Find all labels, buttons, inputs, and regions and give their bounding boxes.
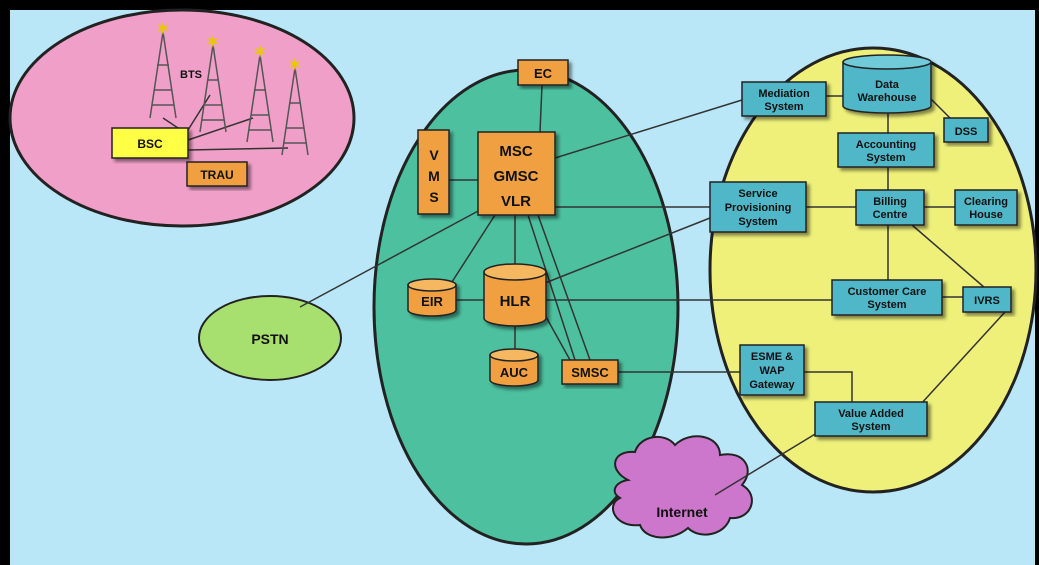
trau-label: TRAU: [200, 168, 233, 182]
bts-label: BTS: [180, 69, 202, 81]
ec-label: EC: [534, 66, 553, 81]
vms-label-s: S: [429, 189, 438, 205]
mediation-label-2: System: [764, 101, 803, 113]
radio-network-zone: [8, 8, 356, 228]
link-lines: [162, 84, 1006, 496]
link-esme-vas: [840, 371, 853, 402]
billing-label-1: Billing: [873, 196, 907, 208]
pstn-label: PSTN: [251, 331, 288, 347]
bts-tower-4: ✶: [281, 57, 309, 156]
vms-label-m: M: [428, 168, 440, 184]
ivrs-label: IVRS: [974, 295, 1000, 307]
link-bsc-bts3: [187, 147, 289, 151]
svg-text:✶: ✶: [206, 34, 219, 51]
service-provisioning-box: [709, 181, 807, 233]
link-bsc-bts1: [187, 94, 211, 131]
smsc-box: [561, 359, 619, 385]
link-msc-pstn: [299, 209, 481, 308]
dss-label: DSS: [955, 126, 978, 138]
customer-care-box: [831, 279, 943, 316]
data-warehouse-label-2: Warehouse: [858, 92, 917, 104]
customer-care-label-2: System: [867, 299, 906, 311]
auc-label: AUC: [500, 365, 529, 380]
svg-text:✶: ✶: [156, 21, 169, 38]
service-provisioning-label-1: Service: [738, 188, 777, 200]
dss-box: [943, 117, 989, 143]
value-added-box: [814, 401, 928, 437]
eir-label: EIR: [421, 294, 443, 309]
accounting-label-2: System: [866, 152, 905, 164]
eir-database: [407, 278, 457, 317]
esme-wap-label-3: Gateway: [749, 379, 795, 391]
internet-label: Internet: [656, 504, 708, 520]
billing-box: [855, 189, 925, 226]
link-bts-bts: [162, 117, 179, 129]
vms-label-v: V: [429, 147, 439, 163]
esme-wap-label-2: WAP: [759, 365, 784, 377]
link-billing-ivrs: [911, 224, 986, 289]
internet-cloud: [611, 435, 753, 539]
billing-label-2: Centre: [873, 209, 908, 221]
link-msc-ec: [539, 84, 543, 133]
clearing-house-label-1: Clearing: [964, 196, 1008, 208]
link-msc-mediation: [554, 99, 743, 159]
esme-wap-box: [739, 344, 805, 396]
link-msc-eir: [449, 214, 496, 286]
data-warehouse-database: [842, 54, 932, 114]
data-warehouse-label-1: Data: [875, 79, 900, 91]
accounting-label-1: Accounting: [856, 139, 917, 151]
service-provisioning-label-2: Provisioning: [725, 202, 792, 214]
ec-box: [517, 59, 569, 86]
mediation-label-1: Mediation: [758, 88, 810, 100]
hlr-database: [483, 263, 547, 327]
hlr-label: HLR: [500, 293, 531, 310]
esme-wap-label-1: ESME &: [751, 351, 793, 363]
bts-tower-2: ✶: [199, 34, 227, 133]
link-msc-smsc: [537, 214, 591, 361]
ivrs-box: [962, 286, 1012, 313]
clearing-house-label-2: House: [969, 209, 1003, 221]
svg-text:✶: ✶: [288, 57, 301, 74]
vms-box: [417, 129, 450, 215]
value-added-label-2: System: [851, 421, 890, 433]
link-ivrs-vas: [919, 311, 1006, 406]
link-vas-internet: [714, 424, 831, 496]
link-hlr-sps: [539, 217, 711, 286]
msc-box: [477, 131, 556, 216]
pstn-zone: [198, 295, 342, 381]
link-msc-smsc-2: [527, 214, 576, 361]
msc-label-vlr: VLR: [501, 193, 531, 210]
bts-towers: ✶ ✶ ✶ ✶: [149, 21, 309, 156]
msc-label-msc: MSC: [499, 143, 533, 160]
clearing-house-box: [954, 189, 1018, 226]
bts-tower-1: ✶: [149, 21, 177, 119]
bts-tower-3: ✶: [246, 44, 274, 143]
link-dw-dss: [929, 97, 951, 119]
mediation-box: [741, 81, 827, 117]
bsc-label: BSC: [137, 137, 163, 151]
trau-box: [186, 161, 248, 187]
customer-care-label-1: Customer Care: [848, 286, 927, 298]
value-added-label-1: Value Added: [838, 408, 904, 420]
bsc-box: [111, 127, 189, 159]
accounting-box: [837, 132, 935, 168]
msc-label-gmsc: GMSC: [494, 168, 539, 185]
link-bsc-bts2: [187, 117, 254, 141]
svg-text:✶: ✶: [253, 44, 266, 61]
smsc-label: SMSC: [571, 365, 609, 380]
service-provisioning-label-3: System: [738, 216, 777, 228]
auc-database: [489, 348, 539, 387]
link-hlr-smsc: [544, 314, 571, 361]
